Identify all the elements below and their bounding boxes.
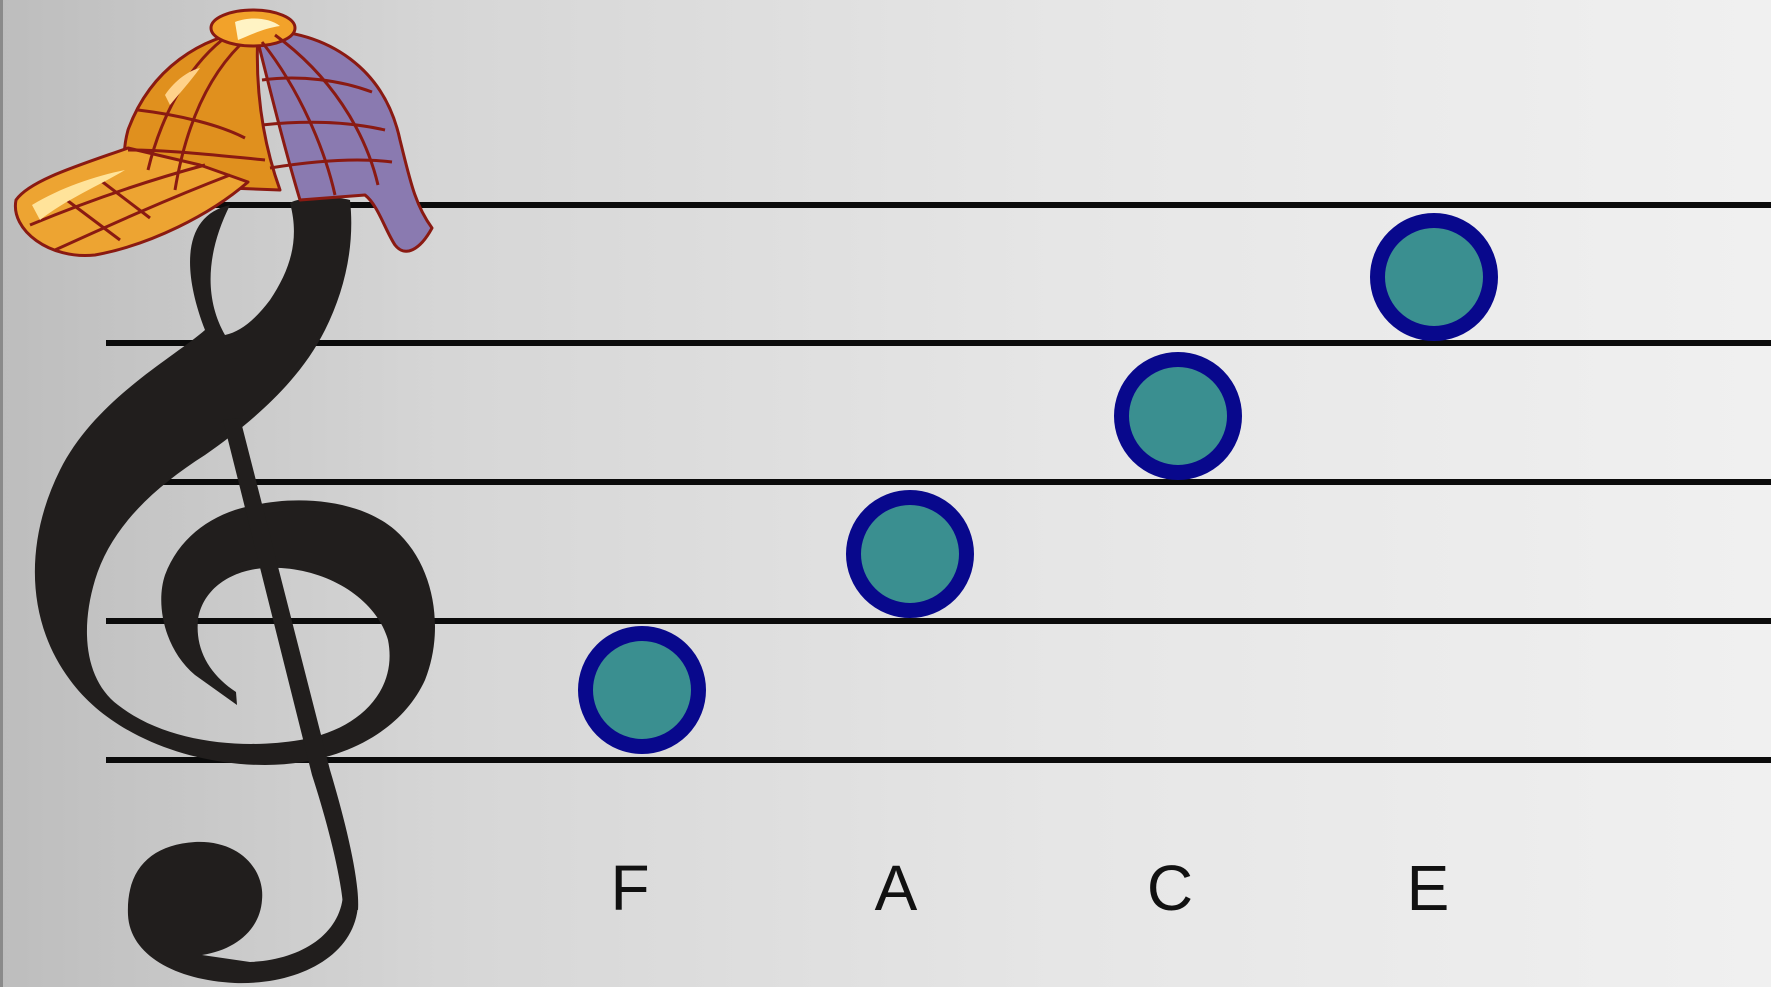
note-label-e: E [1406, 852, 1450, 924]
note-label-a: A [874, 852, 918, 924]
note-e [1370, 213, 1498, 341]
staff-line-4 [106, 618, 1771, 624]
staff-line-top [212, 202, 1771, 208]
staff-line-3 [106, 479, 1771, 485]
note-label-c: C [1146, 852, 1194, 924]
note-f [578, 626, 706, 754]
detective-cap-icon [13, 8, 434, 258]
slide-left-border [0, 0, 3, 987]
treble-clef-icon [34, 197, 435, 984]
staff-line-2 [106, 340, 1771, 346]
staff-line-bottom [106, 757, 1771, 763]
note-c [1114, 352, 1242, 480]
note-label-f: F [610, 852, 650, 924]
note-a [846, 490, 974, 618]
